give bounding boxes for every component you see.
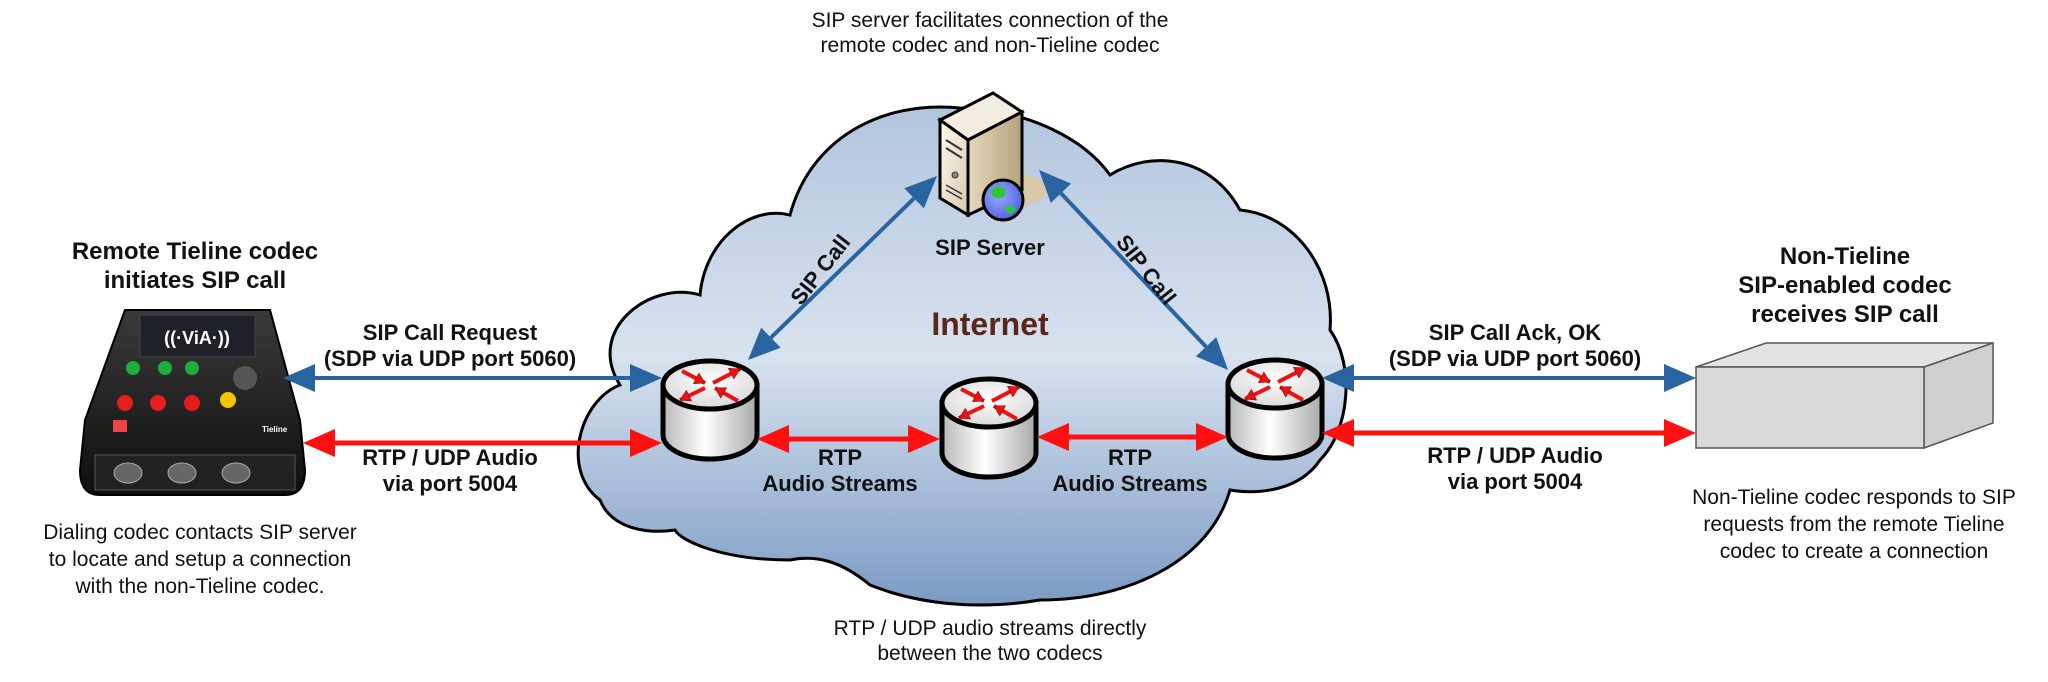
right-device-caption: Non-Tieline codec responds to SIP reques… xyxy=(1660,484,2048,565)
non-tieline-codec-box xyxy=(1695,341,1994,450)
tieline-codec-device: ((·ViA·)) Tieline xyxy=(78,309,307,496)
right-caption-line3: codec to create a connection xyxy=(1719,540,1989,563)
right-device-title: Non-Tieline SIP-enabled codec receives S… xyxy=(1700,243,1990,329)
sip-call-right-arrow xyxy=(1039,170,1228,370)
connection-arrows xyxy=(283,170,1696,457)
router-right-icon xyxy=(1225,357,1325,461)
right-rtp-arrow xyxy=(1322,419,1696,447)
device-screen-text: ((·ViA·)) xyxy=(164,328,230,348)
left-sip-link-label: SIP Call Request (SDP via UDP port 5060) xyxy=(300,320,600,373)
right-sip-line1: SIP Call Ack, OK xyxy=(1428,320,1602,345)
left-device-title: Remote Tieline codec initiates SIP call xyxy=(30,238,360,296)
bottom-caption-line2: between the two codecs xyxy=(877,642,1103,666)
right-sip-link-label: SIP Call Ack, OK (SDP via UDP port 5060) xyxy=(1365,320,1665,373)
router-left-icon xyxy=(660,358,760,462)
rtp-mid-left-arrow xyxy=(757,425,940,453)
left-rtp-link-label: RTP / UDP Audio via port 5004 xyxy=(330,445,570,498)
left-caption-line1: Dialing codec contacts SIP server xyxy=(43,521,357,544)
sip-server-label: SIP Server xyxy=(935,235,1045,260)
left-rtp-arrow xyxy=(303,429,662,457)
device-brand: Tieline xyxy=(262,425,288,434)
bottom-caption: RTP / UDP audio streams directly between… xyxy=(760,616,1220,666)
rtp-mid-right-arrow xyxy=(1037,423,1228,451)
top-caption-line1: SIP server facilitates connection of the xyxy=(811,9,1169,32)
bottom-caption-line1: RTP / UDP audio streams directly xyxy=(833,617,1147,640)
left-device-caption: Dialing codec contacts SIP server to loc… xyxy=(0,519,400,600)
right-sip-arrow xyxy=(1322,364,1696,392)
rtp-mid-right-line2: Audio Streams xyxy=(1052,471,1208,497)
rtp-mid-right-line1: RTP xyxy=(1108,445,1152,470)
internet-cloud xyxy=(576,105,1348,607)
right-rtp-line1: RTP / UDP Audio xyxy=(1427,443,1603,468)
left-device-title-line1: Remote Tieline codec xyxy=(71,238,319,265)
right-rtp-line2: via port 5004 xyxy=(1447,469,1583,495)
left-rtp-line1: RTP / UDP Audio xyxy=(362,445,538,470)
left-caption-line2: to locate and setup a connection xyxy=(48,548,352,571)
right-sip-line2: (SDP via UDP port 5060) xyxy=(1388,346,1642,372)
top-caption-line2: remote codec and non-Tieline codec xyxy=(820,34,1160,58)
right-caption-line1: Non-Tieline codec responds to SIP xyxy=(1692,486,2016,509)
rtp-mid-left-line2: Audio Streams xyxy=(762,471,918,497)
sip-server-icon xyxy=(937,91,1047,222)
left-device-title-line2: initiates SIP call xyxy=(103,266,287,294)
rtp-mid-right-label: RTP Audio Streams xyxy=(1045,445,1215,498)
right-device-title-line3: receives SIP call xyxy=(1751,300,1939,328)
right-device-title-line2: SIP-enabled codec xyxy=(1738,271,1952,299)
top-caption: SIP server facilitates connection of the… xyxy=(760,8,1220,58)
internet-label: Internet xyxy=(931,306,1049,342)
left-sip-line2: (SDP via UDP port 5060) xyxy=(323,346,577,372)
right-rtp-link-label: RTP / UDP Audio via port 5004 xyxy=(1395,443,1635,496)
rtp-mid-left-label: RTP Audio Streams xyxy=(755,445,925,498)
left-rtp-line2: via port 5004 xyxy=(382,471,518,497)
sip-call-left-arrow xyxy=(748,176,937,360)
rtp-mid-left-line1: RTP xyxy=(818,445,862,470)
left-caption-line3: with the non-Tieline codec. xyxy=(75,575,325,598)
globe-icon xyxy=(981,178,1025,222)
right-caption-line2: requests from the remote Tieline xyxy=(1703,513,2005,536)
router-middle-icon xyxy=(939,376,1039,480)
left-sip-arrow xyxy=(283,364,662,392)
right-device-title-line1: Non-Tieline xyxy=(1779,243,1911,270)
left-sip-line1: SIP Call Request xyxy=(362,320,538,345)
